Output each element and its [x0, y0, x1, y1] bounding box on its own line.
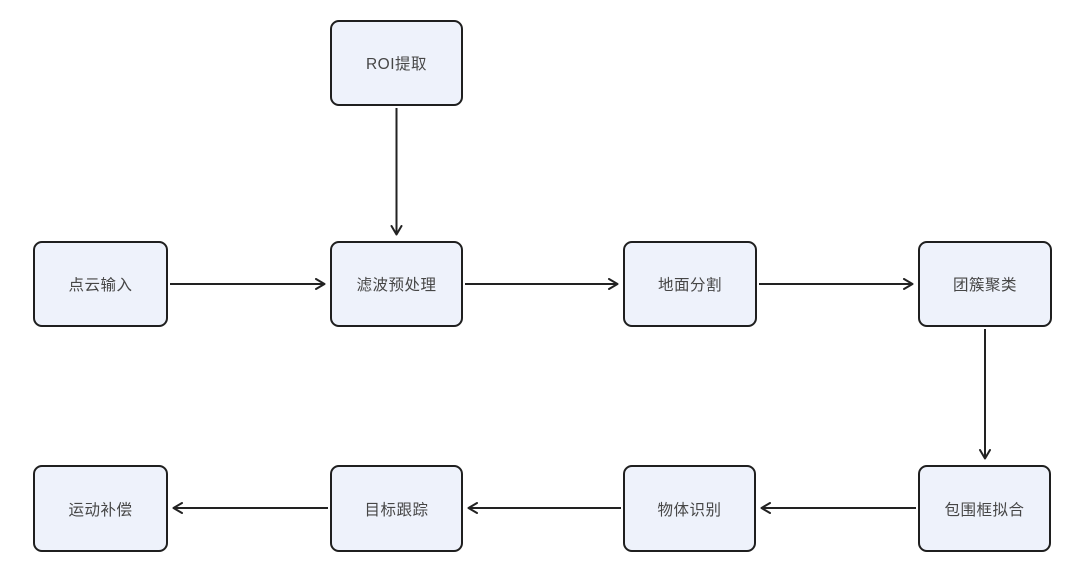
node-label: 目标跟踪 [364, 501, 429, 519]
node-cluster-clustering: 团簇聚类 [918, 241, 1052, 327]
node-label: 运动补偿 [68, 501, 133, 519]
node-label: 团簇聚类 [952, 277, 1017, 294]
node-target-tracking: 目标跟踪 [330, 465, 463, 552]
node-object-recognition: 物体识别 [623, 465, 756, 552]
node-label: 包围框拟合 [944, 501, 1025, 519]
node-filter-preprocessing: 滤波预处理 [330, 241, 463, 327]
node-label: 滤波预处理 [356, 277, 437, 294]
node-label: 物体识别 [657, 501, 722, 519]
node-motion-compensation: 运动补偿 [33, 465, 168, 552]
node-ground-segmentation: 地面分割 [623, 241, 757, 327]
node-label: 点云输入 [68, 277, 133, 294]
node-roi-extraction: ROI提取 [330, 20, 463, 106]
node-label: 地面分割 [657, 277, 722, 294]
node-pointcloud-input: 点云输入 [33, 241, 168, 327]
node-label: ROI提取 [365, 56, 428, 73]
node-bounding-box-fitting: 包围框拟合 [918, 465, 1051, 552]
